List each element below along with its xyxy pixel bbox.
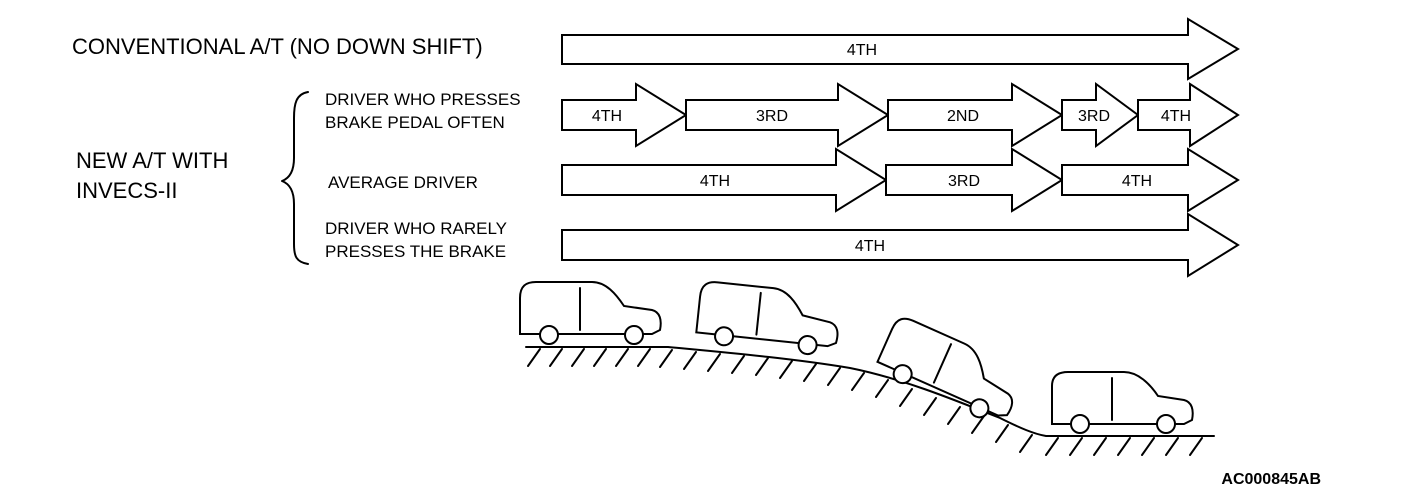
row2-label-line1: AVERAGE DRIVER [328, 173, 478, 192]
new-at-label-line2: INVECS-II [76, 178, 177, 203]
new-at-label-line1: NEW A/T WITH [76, 148, 228, 173]
row2-arrow-2: 3RD [885, 147, 1064, 213]
gear-label: 4TH [700, 173, 730, 190]
row1-arrow-4: 3RD [1061, 82, 1140, 148]
gear-label: 2ND [947, 108, 979, 125]
wheel [539, 325, 559, 345]
figure-ref: AC000845AB [1221, 471, 1321, 488]
vehicle-4 [1051, 371, 1194, 434]
gear-label: 4TH [592, 108, 622, 125]
row3-arrow-1: 4TH [561, 212, 1240, 278]
ground-hatching [527, 348, 1203, 456]
row1-arrow-5: 4TH [1137, 82, 1240, 148]
row1-arrow-2: 3RD [685, 82, 890, 148]
wheel [714, 326, 735, 347]
gear-label: 3RD [756, 108, 788, 125]
wheel [1156, 414, 1176, 434]
vehicle-1 [519, 281, 662, 345]
row1-arrow-3: 2ND [887, 82, 1064, 148]
row2-arrow-1: 4TH [561, 147, 888, 213]
row3-label-line2: PRESSES THE BRAKE [325, 242, 506, 261]
gear-label: 4TH [855, 238, 885, 255]
row1-label-line2: BRAKE PEDAL OFTEN [325, 113, 505, 132]
conventional-label: CONVENTIONAL A/T (NO DOWN SHIFT) [72, 34, 483, 59]
wheel [1070, 414, 1090, 434]
gear-label: 4TH [1122, 173, 1152, 190]
row1-arrow-1: 4TH [561, 82, 688, 148]
gear-label: 4TH [1161, 108, 1191, 125]
wheel [969, 398, 990, 419]
gear-label: 3RD [1078, 108, 1110, 125]
vehicle-2 [695, 281, 839, 356]
grouping-brace [281, 91, 309, 265]
conventional-arrow: 4TH [561, 17, 1240, 81]
gear-label: 4TH [847, 42, 877, 59]
slope-ground [525, 346, 1215, 456]
wheel [624, 325, 644, 345]
row1-label-line1: DRIVER WHO PRESSES [325, 90, 521, 109]
vehicle-3 [876, 317, 1014, 419]
wheel [797, 335, 818, 356]
row3-label-line1: DRIVER WHO RARELY [325, 219, 507, 238]
wheel [892, 364, 913, 385]
gear-label: 3RD [948, 173, 980, 190]
row2-arrow-3: 4TH [1061, 147, 1240, 213]
